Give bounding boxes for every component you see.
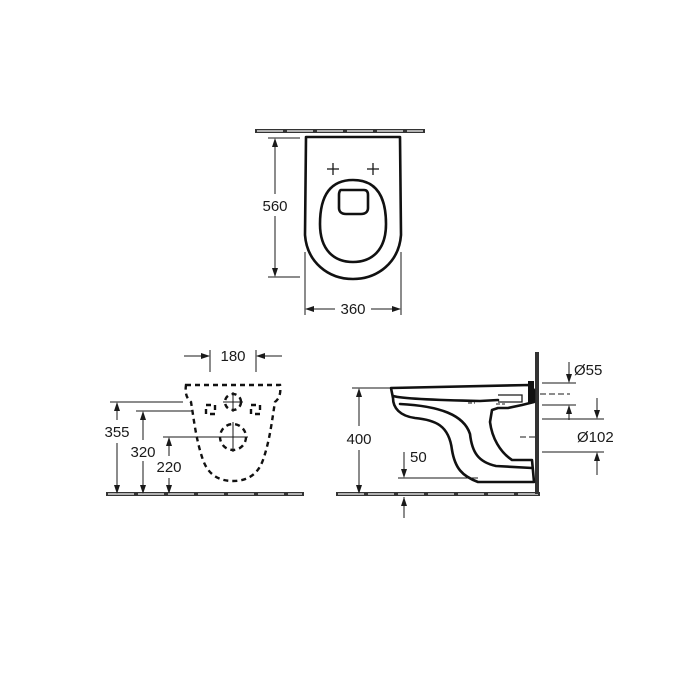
width-label: 360 <box>340 301 365 318</box>
dimension-220: 220 <box>156 436 218 494</box>
front-view-bowl-outline <box>184 383 282 483</box>
offset-50-label: 50 <box>410 449 427 466</box>
dimension-diameter-102: Ø102 <box>542 398 614 475</box>
dimension-320: 320 <box>130 410 193 494</box>
top-view-bowl-outline <box>303 135 403 281</box>
dimension-355: 355 <box>104 401 183 494</box>
dimension-400: 400 <box>346 387 390 494</box>
side-view: 400 50 Ø55 Ø102 <box>336 352 614 518</box>
dimension-560: 560 <box>256 137 300 278</box>
top-view-bowl-rim <box>318 178 388 264</box>
front-bolt-left-icon <box>204 403 217 416</box>
dimension-50: 50 <box>398 449 478 518</box>
height-400-label: 400 <box>346 431 371 448</box>
outlet-diameter-label: Ø102 <box>577 429 614 446</box>
dimension-diameter-55: Ø55 <box>542 362 602 420</box>
fixing-point-left-icon <box>327 163 339 175</box>
height-220-label: 220 <box>156 459 181 476</box>
side-view-inlet-collar <box>528 381 534 403</box>
front-view: 180 355 320 220 <box>104 348 304 496</box>
top-view-bowl-well <box>337 188 370 216</box>
height-355-label: 355 <box>104 424 129 441</box>
inlet-diameter-label: Ø55 <box>574 362 602 379</box>
fixing-point-right-icon <box>367 163 379 175</box>
front-outlet-icon <box>218 422 248 452</box>
front-bolt-right-icon <box>249 403 262 416</box>
side-view-inlet-pipe <box>498 394 523 403</box>
front-inlet-icon <box>223 392 243 412</box>
top-view: 560 360 <box>255 129 425 318</box>
height-320-label: 320 <box>130 444 155 461</box>
depth-label: 560 <box>262 198 287 215</box>
dimension-180: 180 <box>184 348 282 372</box>
side-view-bowl-profile <box>389 383 536 484</box>
side-view-bowl-inner <box>398 402 534 470</box>
spacing-label: 180 <box>220 348 245 365</box>
dimension-360: 360 <box>304 252 402 318</box>
side-view-bowl-rim <box>391 394 500 403</box>
